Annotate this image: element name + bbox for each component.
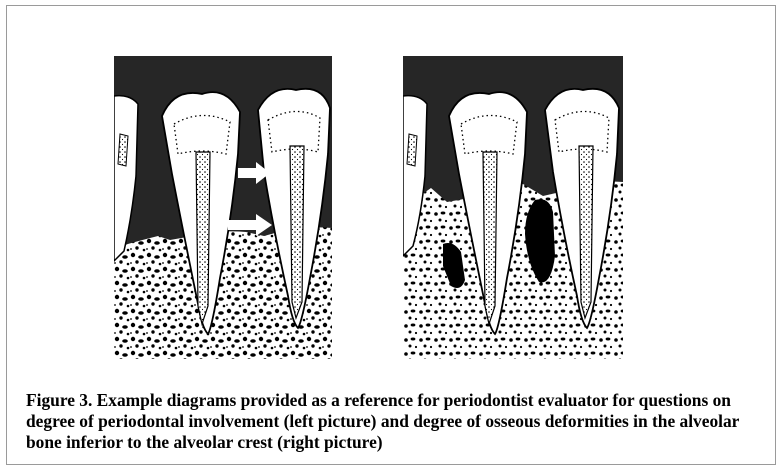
left-picture [114, 56, 332, 359]
figure-caption: Figure 3. Example diagrams provided as a… [26, 390, 776, 453]
osseous-deformity-diagram-icon [403, 56, 623, 359]
figure-frame: Figure 3. Example diagrams provided as a… [6, 5, 776, 465]
right-picture [403, 56, 623, 359]
periodontal-involvement-diagram-icon [114, 56, 332, 359]
